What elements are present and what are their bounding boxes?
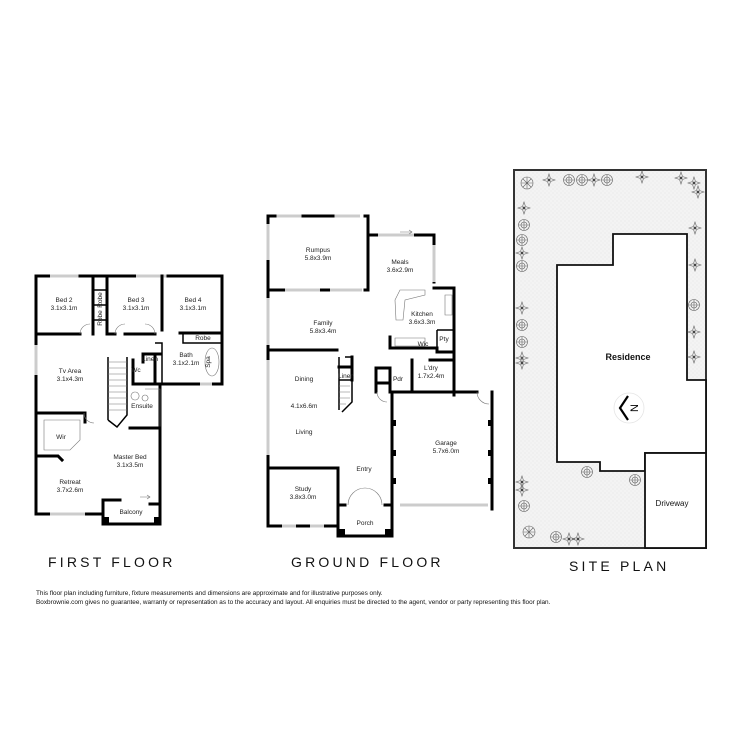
compass-north-icon: N (613, 392, 645, 424)
driveway-label: Driveway (656, 499, 689, 508)
room-label-ldry: L'dry (424, 365, 439, 372)
room-label-kitchen: Kitchen (411, 311, 433, 318)
ground-floor-plan: Rumpus 5.8x3.9m Meals 3.6x2.9m Kitchen 3… (266, 214, 494, 538)
room-size-bed2: 3.1x3.1m (51, 305, 78, 312)
room-label-ensuite: Ensuite (131, 403, 153, 410)
room-label-master-bed: Master Bed (113, 454, 147, 461)
room-label-linen: Linen (338, 373, 354, 380)
room-label-tv-area: Tv Area (59, 368, 82, 375)
room-label-wic: Wic (418, 341, 430, 348)
room-label-pdr: Pdr (393, 376, 404, 383)
room-size-master-bed: 3.1x3.5m (117, 462, 144, 469)
room-label-bed2: Bed 2 (56, 297, 73, 304)
room-size-ldry: 1.7x2.4m (418, 373, 445, 380)
room-label-rumpus: Rumpus (306, 247, 331, 254)
site-plan: Residence Driveway N (513, 169, 707, 549)
room-label-retreat: Retreat (59, 479, 81, 486)
room-label-family: Family (313, 320, 333, 327)
room-size-bed4: 3.1x3.1m (180, 305, 207, 312)
room-size-tv-area: 3.1x4.3m (57, 376, 84, 383)
disclaimer-line-1: This floor plan including furniture, fix… (36, 590, 383, 597)
room-label-study: Study (295, 486, 312, 493)
room-label-linen: Linen (142, 356, 158, 363)
first-floor-plan: Bed 2 3.1x3.1m Bed 3 3.1x3.1m Bed 4 3.1x… (34, 274, 224, 526)
room-label-wir: Wir (56, 434, 67, 441)
room-size-study: 3.8x3.0m (290, 494, 317, 501)
room-label-robe3: Robe (195, 335, 211, 342)
room-label-garage: Garage (435, 440, 457, 447)
room-size-garage: 5.7x6.0m (433, 448, 460, 455)
room-size-family: 5.8x3.4m (310, 328, 337, 335)
room-label-bed3: Bed 3 (128, 297, 145, 304)
room-label-living: Living (296, 429, 313, 436)
room-label-robe1: Robe (97, 292, 104, 308)
room-size-bath: 3.1x2.1m (173, 360, 200, 367)
room-label-balcony: Balcony (119, 509, 143, 516)
ground-floor-title: GROUND FLOOR (291, 554, 444, 570)
room-size-retreat: 3.7x2.6m (57, 487, 84, 494)
room-label-porch: Porch (357, 520, 374, 527)
residence-label: Residence (605, 352, 650, 362)
room-label-bed4: Bed 4 (185, 297, 202, 304)
room-label-dining: Dining (295, 376, 314, 383)
room-size-rumpus: 5.8x3.9m (305, 255, 332, 262)
disclaimer: This floor plan including furniture, fix… (36, 589, 550, 607)
room-size-dining-living: 4.1x6.6m (291, 403, 318, 410)
site-plan-title: SITE PLAN (569, 558, 670, 574)
room-label-robe2: Robe (97, 310, 104, 326)
room-size-meals: 3.6x2.9m (387, 267, 414, 274)
room-label-wc: Wc (131, 367, 141, 374)
disclaimer-line-2: Boxbrownie.com gives no guarantee, warra… (36, 599, 551, 606)
north-label: N (629, 404, 641, 412)
room-label-spa: Spa (205, 356, 212, 368)
room-label-entry: Entry (356, 466, 372, 473)
room-size-kitchen: 3.6x3.3m (409, 319, 436, 326)
room-size-bed3: 3.1x3.1m (123, 305, 150, 312)
room-label-bath: Bath (179, 352, 193, 359)
first-floor-title: FIRST FLOOR (48, 554, 176, 570)
room-label-meals: Meals (391, 259, 409, 266)
room-label-pty: Pty (439, 336, 449, 343)
